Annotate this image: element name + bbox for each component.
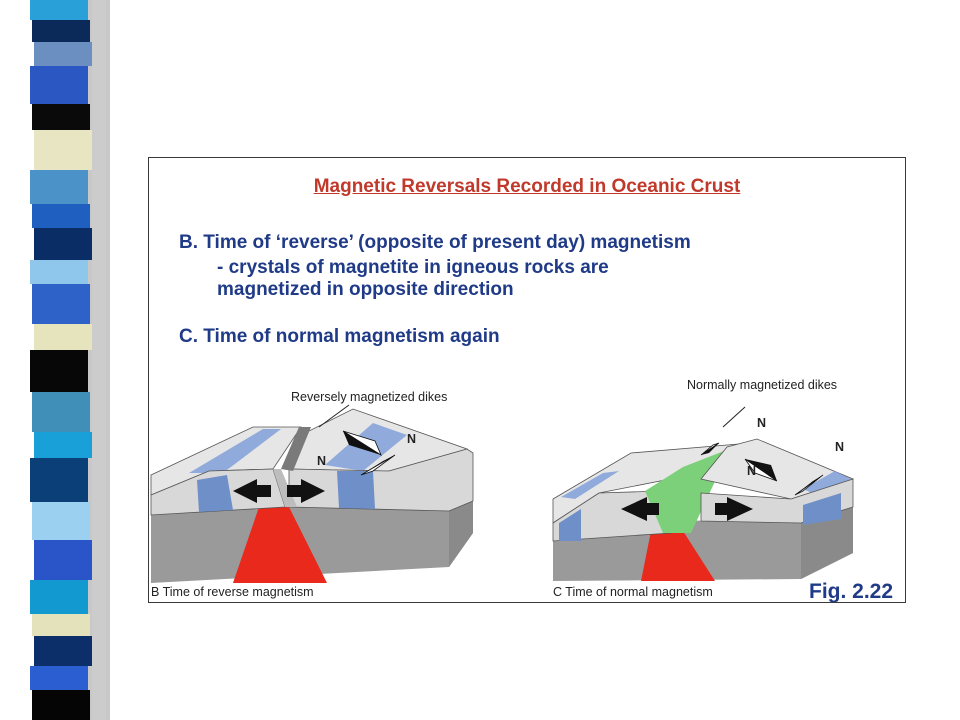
reverse-band-far-right bbox=[803, 493, 841, 525]
stripe-block bbox=[34, 228, 92, 260]
stripe-block bbox=[32, 204, 90, 228]
stripe-block bbox=[34, 324, 92, 350]
stripe-block bbox=[30, 170, 88, 204]
magma-plume bbox=[233, 507, 327, 583]
reverse-band-far-left bbox=[559, 509, 581, 541]
figure-title: Magnetic Reversals Recorded in Oceanic C… bbox=[313, 176, 741, 197]
stripe-block bbox=[34, 636, 92, 666]
stripe-block bbox=[30, 66, 88, 104]
stripe-block bbox=[32, 614, 90, 636]
figure-panel: Magnetic Reversals Recorded in Oceanic C… bbox=[148, 157, 906, 603]
stripe-block bbox=[32, 392, 90, 432]
panel-c-label: Normally magnetized dikes bbox=[687, 378, 838, 392]
stripe-block bbox=[34, 540, 92, 580]
arrow-right-icon-c bbox=[715, 497, 753, 521]
stripe-block bbox=[30, 260, 88, 284]
section-b-line3: magnetized in opposite direction bbox=[217, 279, 514, 300]
reverse-band-left bbox=[197, 475, 233, 512]
panel-c-pole-top: N bbox=[757, 416, 767, 430]
arrow-left-icon bbox=[233, 479, 271, 503]
panel-b-label: Reversely magnetized dikes bbox=[291, 390, 448, 404]
stripe-block bbox=[32, 690, 90, 720]
panel-b-pole-right: N bbox=[407, 432, 417, 446]
panel-c-pole-mid: N bbox=[747, 464, 757, 478]
stripe-block bbox=[30, 580, 88, 614]
stripe-block bbox=[30, 350, 88, 392]
section-b-line1: B. Time of ‘reverse’ (opposite of presen… bbox=[179, 232, 691, 253]
panel-c-pole-right: N bbox=[835, 440, 845, 454]
reverse-magnetism-diagram bbox=[150, 404, 474, 583]
magma-plume-c bbox=[641, 531, 715, 581]
normal-magnetism-diagram bbox=[552, 406, 855, 581]
reverse-band-right bbox=[337, 471, 375, 509]
panel-b-pole-left: N bbox=[317, 454, 327, 468]
panel-b-caption: B Time of reverse magnetism bbox=[151, 585, 314, 599]
reversed-dike bbox=[281, 427, 311, 471]
decorative-stripe-bar bbox=[30, 0, 110, 720]
stripe-block bbox=[32, 284, 90, 324]
stripe-block bbox=[32, 502, 90, 540]
stripe-block bbox=[34, 432, 92, 458]
stripe-block bbox=[34, 130, 92, 170]
figure-number: Fig. 2.22 bbox=[809, 580, 894, 603]
panel-c-caption: C Time of normal magnetism bbox=[553, 585, 713, 599]
stripe-block bbox=[32, 20, 90, 42]
stripe-block bbox=[32, 104, 90, 130]
stripe-block bbox=[34, 42, 92, 66]
arrow-left-icon-c bbox=[621, 497, 659, 521]
stripe-block bbox=[30, 666, 88, 690]
stripe-block bbox=[30, 458, 88, 502]
section-b-line2: - crystals of magnetite in igneous rocks… bbox=[217, 257, 609, 278]
stripe-block bbox=[30, 0, 88, 20]
arrow-right-icon bbox=[287, 479, 325, 503]
section-c-text: C. Time of normal magnetism again bbox=[179, 326, 500, 347]
